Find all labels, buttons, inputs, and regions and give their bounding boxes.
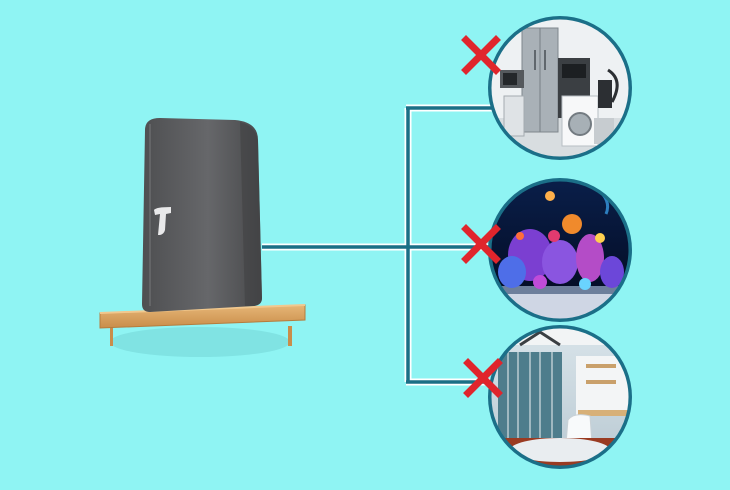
glass-window-room-icon <box>490 327 630 467</box>
cross-icon <box>461 35 501 75</box>
appliances-circle <box>488 16 632 160</box>
window-room-circle <box>488 325 632 469</box>
router-icon <box>142 118 262 312</box>
cross-icon <box>461 224 501 264</box>
router-logo-icon <box>154 207 171 235</box>
home-appliances-icon <box>490 18 630 158</box>
aquarium-circle <box>488 178 632 322</box>
connector-lines <box>262 104 500 386</box>
cross-icon <box>463 358 503 398</box>
wooden-shelf-icon <box>99 304 306 357</box>
